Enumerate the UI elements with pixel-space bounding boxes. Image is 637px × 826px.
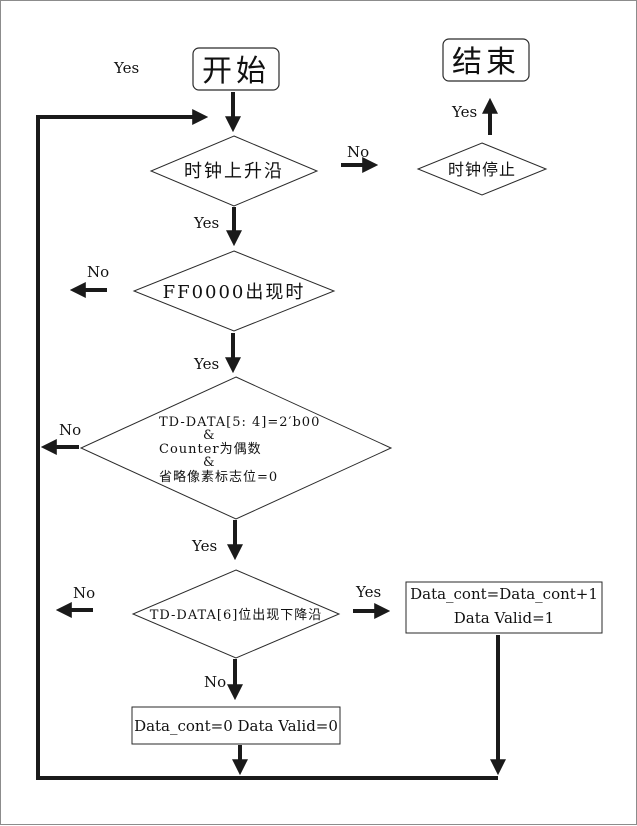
label-yes-top: Yes — [113, 59, 139, 77]
label-yes-2: Yes — [193, 355, 219, 373]
label-yes-3: Yes — [191, 537, 217, 555]
ff0000-label: FF0000出现时 — [163, 282, 306, 303]
label-no-td6-down: No — [204, 673, 226, 691]
label-yes-td6: Yes — [355, 583, 381, 601]
clock-rising-decision — [149, 135, 319, 207]
label-no-clock: No — [347, 143, 369, 161]
label-yes-1: Yes — [193, 214, 219, 232]
start-label: 开始 — [202, 54, 270, 89]
ff0000-decision — [132, 250, 336, 332]
clock-stop-decision — [416, 142, 548, 196]
label-no-ff: No — [87, 263, 109, 281]
increment-line2: Data Valid=1 — [454, 609, 554, 627]
cond-amp2: & — [203, 455, 216, 470]
label-yes-stop: Yes — [451, 103, 477, 121]
cond-line1: TD-DATA[5: 4]=2′b00 — [159, 415, 320, 430]
label-no-td6: No — [73, 584, 95, 602]
end-node — [442, 38, 530, 82]
cond-amp1: & — [203, 428, 216, 443]
start-node — [192, 47, 280, 91]
td-data-condition-decision — [79, 376, 393, 520]
increment-box — [405, 581, 603, 634]
increment-line1: Data_cont=Data_cont+1 — [410, 585, 598, 603]
td6-fall-label: TD-DATA[6]位出现下降沿 — [150, 608, 323, 623]
td6-fall-decision — [131, 569, 341, 659]
end-label: 结束 — [452, 45, 520, 80]
loop-back-line — [36, 109, 498, 780]
cond-line2: Counter为偶数 — [159, 442, 262, 457]
clock-rising-label: 时钟上升沿 — [184, 161, 284, 182]
cond-line3: 省略像素标志位=0 — [159, 469, 278, 485]
reset-label: Data_cont=0 Data Valid=0 — [134, 717, 338, 735]
clock-stop-label: 时钟停止 — [448, 160, 516, 179]
reset-box — [131, 706, 341, 745]
label-no-cond: No — [59, 421, 81, 439]
